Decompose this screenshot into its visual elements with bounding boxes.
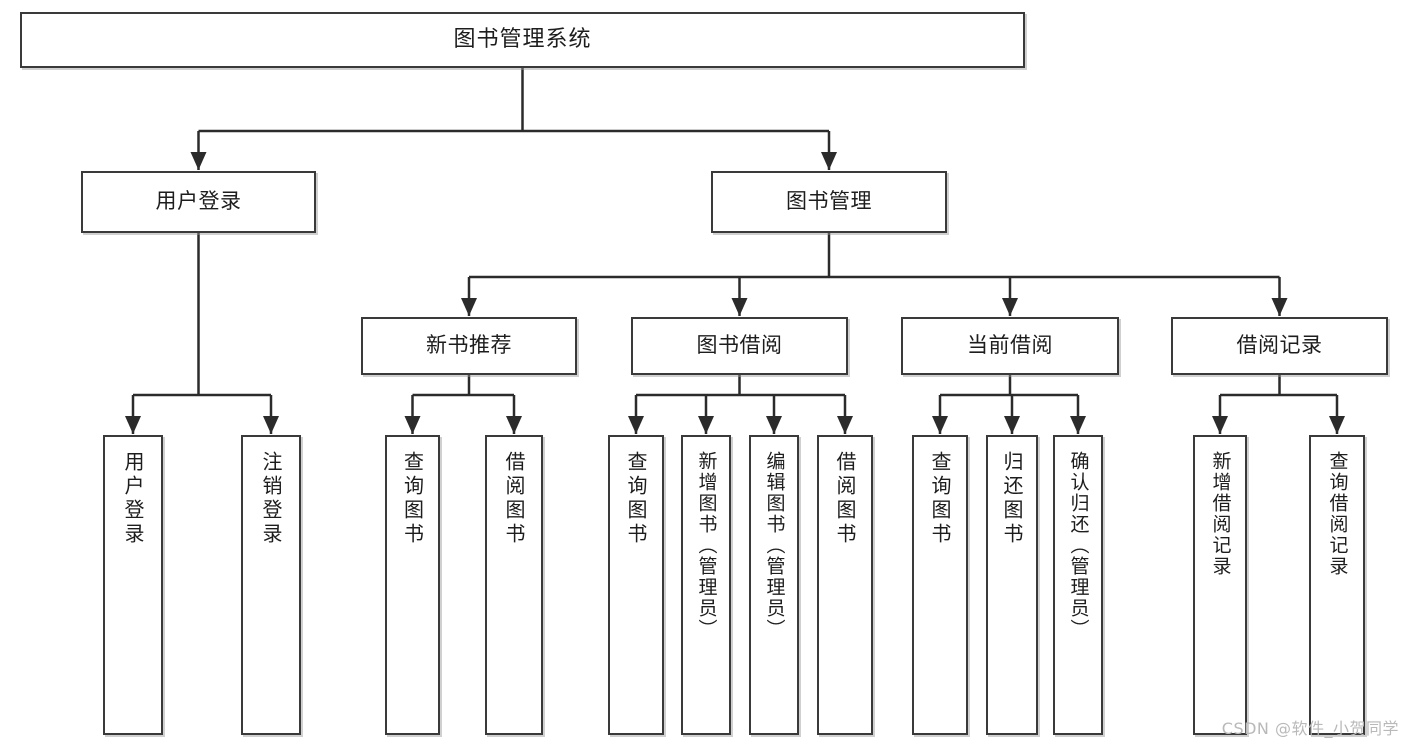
node-user-login[interactable]: 用户登录 [81, 171, 316, 233]
node-label: 图书管理 [786, 189, 872, 214]
node-label: 新增借阅记录 [1209, 451, 1232, 577]
leaf-user-login[interactable]: 用户登录 [103, 435, 163, 735]
node-label: 新增图书（管理员） [695, 451, 718, 640]
node-label: 图书管理系统 [453, 26, 592, 52]
node-label: 新书推荐 [426, 333, 512, 358]
leaf-borrow-book-borrow[interactable]: 借阅图书 [817, 435, 873, 735]
watermark: CSDN @软件_小贺同学 [1221, 719, 1399, 738]
node-label: 注销登录 [259, 451, 283, 547]
leaf-add-book-admin[interactable]: 新增图书（管理员） [681, 435, 731, 735]
node-new-book-recommend[interactable]: 新书推荐 [361, 317, 577, 375]
node-label: 查询图书 [928, 451, 952, 547]
node-label: 归还图书 [1000, 451, 1024, 547]
node-label: 借阅图书 [502, 451, 526, 547]
leaf-query-book-recommend[interactable]: 查询图书 [385, 435, 440, 735]
leaf-query-book-borrow[interactable]: 查询图书 [608, 435, 664, 735]
node-label: 用户登录 [155, 189, 242, 214]
node-label: 借阅记录 [1236, 333, 1323, 358]
node-label: 确认归还（管理员） [1067, 451, 1090, 640]
node-root[interactable]: 图书管理系统 [20, 12, 1025, 68]
node-label: 图书借阅 [696, 333, 783, 358]
leaf-borrow-book-recommend[interactable]: 借阅图书 [485, 435, 543, 735]
leaf-query-book-current[interactable]: 查询图书 [912, 435, 968, 735]
node-label: 用户登录 [121, 451, 145, 547]
node-book-manage[interactable]: 图书管理 [711, 171, 947, 233]
node-current-borrow[interactable]: 当前借阅 [901, 317, 1119, 375]
leaf-confirm-return-admin[interactable]: 确认归还（管理员） [1053, 435, 1103, 735]
node-label: 当前借阅 [967, 333, 1053, 358]
leaf-query-borrow-record[interactable]: 查询借阅记录 [1309, 435, 1365, 735]
leaf-user-logout[interactable]: 注销登录 [241, 435, 301, 735]
node-label: 借阅图书 [833, 451, 857, 547]
node-borrow-record[interactable]: 借阅记录 [1171, 317, 1388, 375]
node-book-borrow[interactable]: 图书借阅 [631, 317, 848, 375]
node-label: 查询图书 [400, 451, 425, 547]
leaf-return-book[interactable]: 归还图书 [986, 435, 1038, 735]
node-label: 编辑图书（管理员） [763, 451, 786, 640]
leaf-add-borrow-record[interactable]: 新增借阅记录 [1193, 435, 1247, 735]
node-label: 查询借阅记录 [1326, 451, 1349, 577]
node-label: 查询图书 [624, 451, 648, 547]
leaf-edit-book-admin[interactable]: 编辑图书（管理员） [749, 435, 799, 735]
